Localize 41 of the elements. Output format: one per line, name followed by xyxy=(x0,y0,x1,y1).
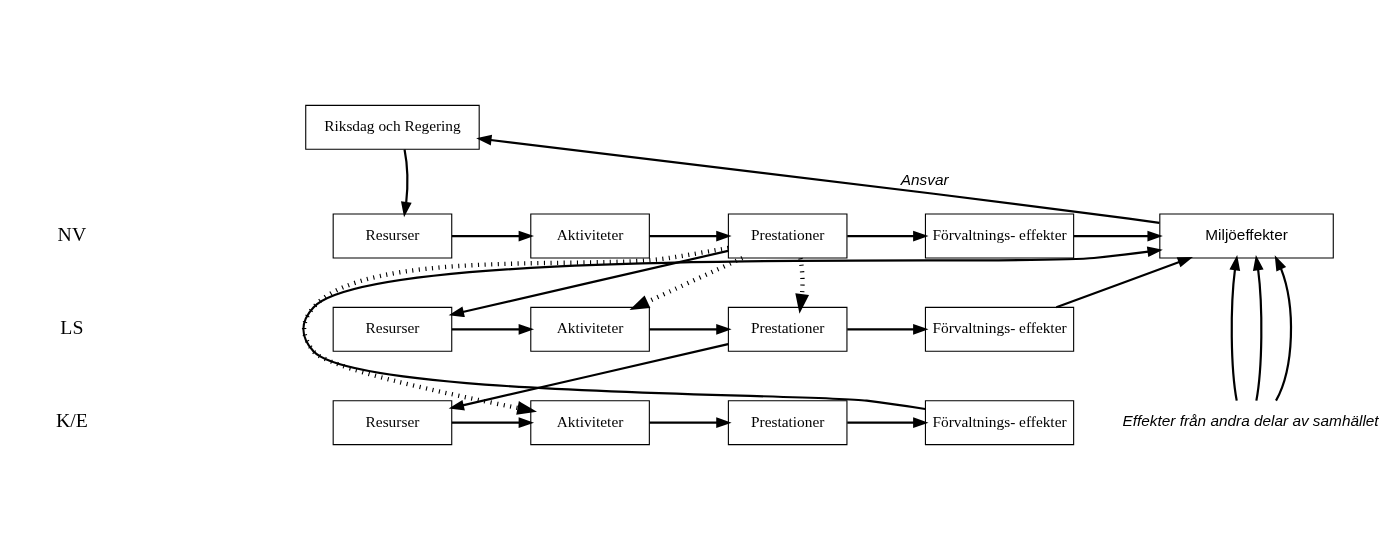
arrow xyxy=(649,323,732,335)
arrow xyxy=(847,323,929,335)
arrow xyxy=(303,246,1163,411)
node-text: Effekter från andra delar av samhället xyxy=(1122,411,1379,429)
arrow xyxy=(649,417,732,429)
arrow xyxy=(451,323,534,335)
node-box: Riksdag och Regering xyxy=(305,104,480,150)
node-box: Miljöeffekter xyxy=(1159,213,1334,259)
arrow xyxy=(629,256,744,311)
label: K/E xyxy=(55,409,88,432)
node-box: Aktiviteter xyxy=(530,400,650,446)
node-box: Prestationer xyxy=(727,306,848,352)
arrow xyxy=(476,134,1160,224)
arrow xyxy=(649,230,732,242)
arrow xyxy=(847,230,929,242)
node-box: Prestationer xyxy=(727,213,848,259)
arrow xyxy=(1229,255,1241,401)
arrow xyxy=(1073,230,1163,242)
arrow xyxy=(448,343,729,411)
label: LS xyxy=(60,316,84,339)
node-box: Resurser xyxy=(332,400,453,446)
node-box: Resurser xyxy=(332,213,453,259)
arrow xyxy=(1056,256,1193,309)
arrow xyxy=(448,249,729,318)
node-box: Resurser xyxy=(332,306,453,352)
arrow xyxy=(847,417,929,429)
label: NV xyxy=(57,222,87,245)
node-box: Förvaltnings- effekter xyxy=(924,213,1075,259)
node-box: Förvaltnings- effekter xyxy=(924,400,1075,446)
node-box: Aktiviteter xyxy=(530,306,650,352)
arrow xyxy=(1274,255,1293,402)
arrow xyxy=(451,417,534,429)
edge-label: Ansvar xyxy=(900,170,949,188)
arrow xyxy=(400,149,412,218)
node-box: Förvaltnings- effekter xyxy=(924,306,1075,352)
arrow xyxy=(1252,255,1264,401)
arrow xyxy=(795,257,810,314)
arrow xyxy=(451,230,534,242)
node-box: Aktiviteter xyxy=(530,213,650,259)
node-box: Prestationer xyxy=(727,400,848,446)
arrow xyxy=(301,245,729,415)
